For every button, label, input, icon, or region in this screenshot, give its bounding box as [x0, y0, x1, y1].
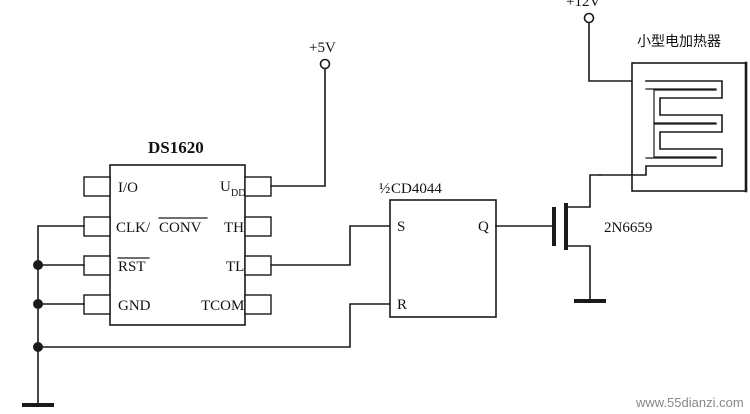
wire-tl-to-s — [270, 225, 391, 266]
cd4044-pin-r: R — [397, 297, 407, 313]
pin-label-io: I/O — [118, 180, 138, 196]
heater-label: 小型电加热器 — [637, 34, 721, 50]
cd4044-pin-s: S — [397, 219, 405, 235]
plus12v-terminal — [583, 12, 595, 24]
pin-pad-udd — [244, 176, 272, 197]
wire-clk-stub — [37, 225, 85, 406]
plus5v-label: +5V — [309, 40, 336, 56]
pin-label-udd-sub: DD — [231, 188, 245, 199]
wire-12v-to-heater — [588, 22, 647, 82]
pin-label-th: TH — [224, 220, 244, 236]
pin-pad-tcom — [244, 294, 272, 315]
heater-element-inner — [645, 88, 717, 159]
pin-label-clk: CLK/ — [116, 220, 151, 236]
pin-label-tcom: TCOM — [201, 298, 244, 314]
heater-element — [599, 80, 723, 176]
heater-body — [631, 62, 747, 192]
pin-pad-tl — [244, 255, 272, 276]
pin-pad-io — [83, 176, 111, 197]
pin-label-conv: CONV — [159, 220, 202, 236]
pin-label-udd: U — [220, 179, 231, 195]
pin-pad-rst — [83, 255, 111, 276]
plus12v-label: +12V — [566, 0, 600, 10]
cd4044-title: CD4044 — [391, 181, 442, 197]
pin-pad-clk — [83, 216, 111, 237]
junction-gnd — [33, 299, 43, 309]
watermark-text: www.55dianzi.com — [635, 395, 744, 410]
cd4044-pin-q: Q — [478, 219, 489, 235]
pin-label-rst: RST — [118, 259, 146, 275]
pin-pad-gnd — [83, 294, 111, 315]
junction-rst — [33, 260, 43, 270]
pin-label-gnd: GND — [118, 298, 151, 314]
wire-bus-to-r — [37, 303, 391, 348]
mosfet-drain — [565, 174, 601, 208]
cd4044-half: ½ — [379, 181, 390, 197]
ds1620-title: DS1620 — [148, 138, 204, 157]
mosfet-label: 2N6659 — [604, 220, 652, 236]
wire-udd-to-5v — [270, 68, 326, 187]
cd4044-body — [389, 199, 497, 318]
pin-label-tl: TL — [226, 259, 244, 275]
pin-pad-th — [244, 216, 272, 237]
mosfet-source — [565, 245, 591, 302]
plus5v-terminal — [319, 58, 331, 70]
ds1620-body — [109, 164, 246, 326]
